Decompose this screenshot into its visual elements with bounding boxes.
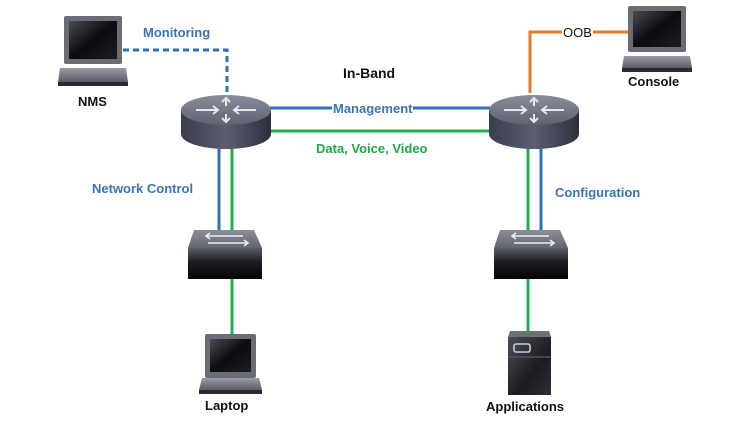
network-control-label: Network Control [92, 181, 194, 196]
laptop-label: Laptop [205, 398, 249, 413]
nms-laptop-icon[interactable] [58, 16, 128, 86]
console-label: Console [628, 74, 680, 89]
management-label: Management [332, 101, 414, 116]
link-network-control [217, 145, 234, 232]
data-voice-video-label: Data, Voice, Video [316, 141, 428, 156]
laptop-icon[interactable] [199, 334, 262, 394]
switch-right-icon[interactable] [494, 230, 568, 279]
nms-label: NMS [78, 94, 107, 109]
link-monitoring [123, 48, 229, 92]
applications-label: Applications [486, 399, 565, 414]
in-band-title: In-Band [343, 65, 396, 81]
oob-label: OOB [562, 25, 593, 40]
router-right-icon[interactable] [489, 95, 579, 149]
router-left-icon[interactable] [181, 95, 271, 149]
monitoring-label: Monitoring [143, 25, 211, 40]
link-configuration [526, 145, 543, 232]
configuration-label: Configuration [555, 185, 641, 200]
applications-server-icon[interactable] [508, 331, 551, 395]
link-oob [528, 30, 630, 93]
switch-left-icon[interactable] [188, 230, 262, 279]
console-laptop-icon[interactable] [622, 6, 692, 72]
